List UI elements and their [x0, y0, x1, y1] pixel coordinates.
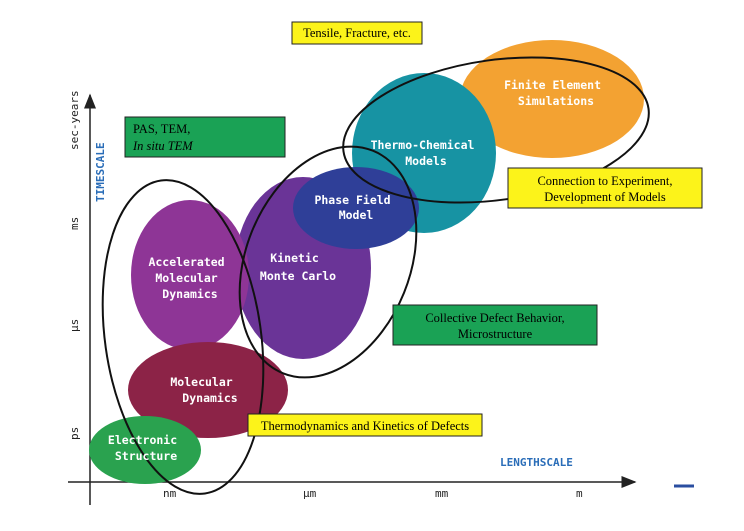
x-tick-mm: mm: [435, 487, 449, 500]
y-tick-ps: ps: [68, 427, 81, 440]
x-tick-um: µm: [303, 487, 317, 500]
y-tick-ms: ms: [68, 217, 81, 230]
label-accelerated-md: Accelerated Molecular Dynamics: [148, 255, 231, 301]
outline-macro-scale: [342, 56, 650, 204]
y-axis-title: TIMESCALE: [94, 142, 107, 202]
svg-text:Tensile, Fracture, etc.: Tensile, Fracture, etc.: [303, 26, 411, 40]
box-collective: Collective Defect Behavior, Microstructu…: [392, 304, 598, 346]
blob-accelerated-md: [131, 200, 249, 350]
box-pas-tem: PAS, TEM, In situ TEM: [124, 116, 286, 158]
label-phase-field: Phase Field Model: [314, 193, 397, 222]
label-finite-element: Finite Element Simulations: [504, 78, 608, 108]
svg-text:Development of Models: Development of Models: [544, 190, 666, 204]
svg-text:PAS, TEM,: PAS, TEM,: [133, 122, 190, 136]
blob-finite-element: [460, 40, 644, 158]
label-thermo-chemical: Thermo-Chemical Models: [371, 138, 482, 168]
svg-text:Collective Defect Behavior,: Collective Defect Behavior,: [425, 311, 564, 325]
x-tick-nm: nm: [163, 487, 177, 500]
y-tick-us: µs: [68, 319, 81, 332]
outline-nano-scale: [101, 179, 265, 495]
svg-text:Connection to Experiment,: Connection to Experiment,: [537, 174, 672, 188]
outline-meso-scale: [238, 145, 418, 379]
x-tick-m: m: [576, 487, 583, 500]
box-pas-tem-line2: In situ TEM: [132, 139, 193, 153]
label-electronic-structure: Electronic Structure: [108, 433, 184, 463]
box-connection: Connection to Experiment, Development of…: [507, 167, 703, 209]
svg-text:Thermodynamics and Kinetics of: Thermodynamics and Kinetics of Defects: [261, 419, 469, 433]
box-thermodynamics: Thermodynamics and Kinetics of Defects: [247, 413, 483, 437]
label-kinetic-mc: Kinetic Monte Carlo: [260, 251, 336, 283]
label-molecular-dynamics: Molecular Dynamics: [170, 375, 239, 405]
y-tick-sec-years: sec-years: [68, 90, 81, 150]
blob-phase-field: [293, 167, 419, 249]
x-axis-title: LENGTHSCALE: [500, 456, 573, 469]
svg-text:Microstructure: Microstructure: [458, 327, 533, 341]
blob-electronic-structure: [89, 416, 201, 484]
box-tensile: Tensile, Fracture, etc.: [291, 21, 423, 45]
